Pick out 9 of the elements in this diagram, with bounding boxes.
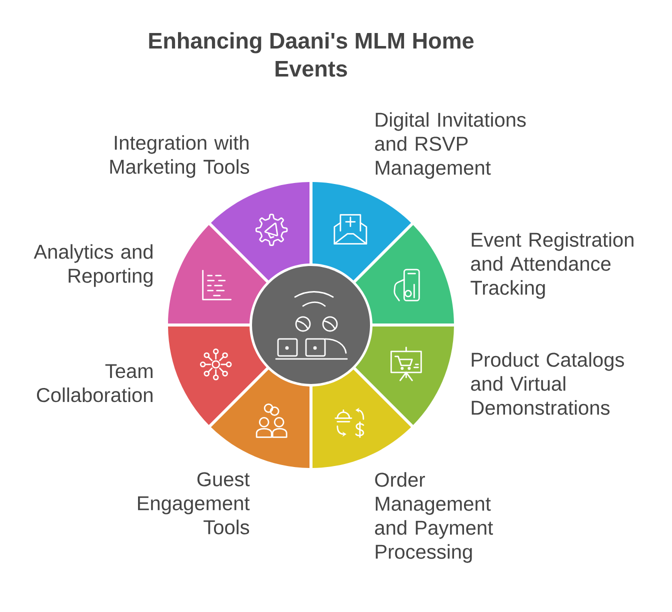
segment-label: Analytics and Reporting	[34, 244, 152, 287]
segment-label: Integration with Marketing Tools	[110, 135, 250, 178]
segment-label: Order Management and Payment Processing	[375, 472, 493, 563]
segment-label: Digital Invitations and RSVP Management	[375, 112, 526, 179]
segment-label: Product Catalogs and Virtual Demonstrations	[471, 352, 624, 415]
segment-label: Team Collaboration	[36, 364, 152, 402]
title: Enhancing Daani's MLM Home Events	[149, 32, 474, 77]
segment-label: Event Registration and Attendance Tracking	[470, 232, 634, 299]
segment-label: Guest Engagement Tools	[138, 472, 250, 534]
